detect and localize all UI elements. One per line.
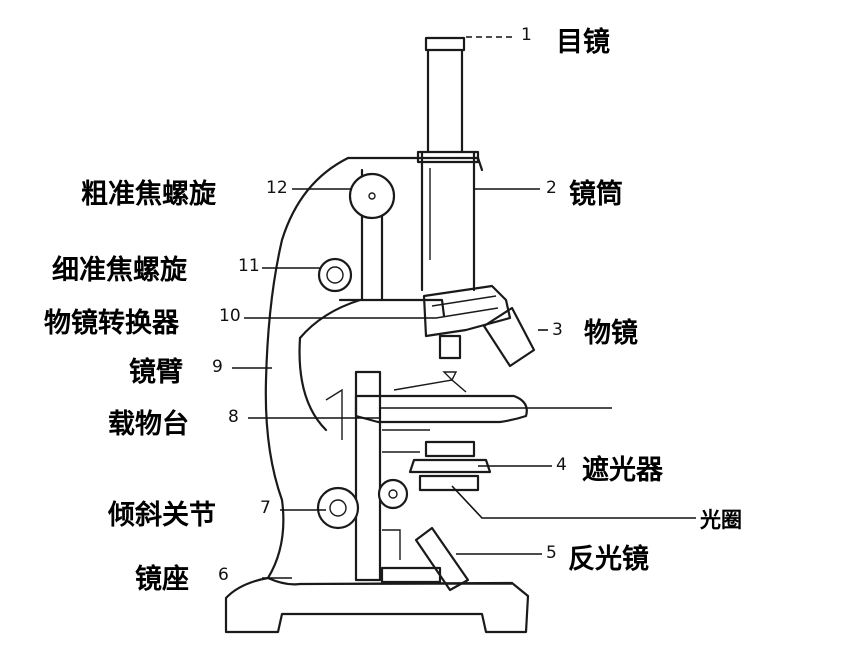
label-fine-focus: 细准焦螺旋 <box>52 255 187 286</box>
part-number-9: 9 <box>212 357 223 377</box>
label-tilt-joint: 倾斜关节 <box>108 500 216 531</box>
label-body-tube: 镜筒 <box>569 179 623 210</box>
microscope-base <box>224 576 530 634</box>
microscope-arm <box>264 156 350 580</box>
label-aperture: 光圈 <box>700 508 742 532</box>
part-number-6: 6 <box>218 565 229 585</box>
nosepiece <box>422 284 512 338</box>
label-nosepiece: 物镜转换器 <box>44 308 179 339</box>
part-number-10: 10 <box>219 306 241 326</box>
label-stage: 载物台 <box>108 409 189 440</box>
label-arm: 镜臂 <box>129 357 183 388</box>
part-number-12: 12 <box>266 178 288 198</box>
label-mirror: 反光镜 <box>568 544 649 575</box>
fine-focus-knob <box>317 257 353 293</box>
stage-platform <box>354 394 528 424</box>
coarse-focus-knob <box>348 172 396 220</box>
part-number-5: 5 <box>546 543 557 563</box>
part-number-8: 8 <box>228 407 239 427</box>
eyepiece <box>424 36 466 154</box>
body-tube <box>420 150 476 292</box>
part-number-4: 4 <box>556 455 567 475</box>
label-eyepiece: 目镜 <box>556 27 610 58</box>
label-diaphragm-holder: 遮光器 <box>582 455 663 486</box>
part-number-1: 1 <box>521 25 532 45</box>
objective-lens <box>482 306 536 368</box>
diaphragm <box>424 440 476 458</box>
part-number-7: 7 <box>260 498 271 518</box>
part-number-11: 11 <box>238 256 260 276</box>
part-number-3: 3 <box>552 320 563 340</box>
label-base: 镜座 <box>135 564 189 595</box>
part-number-2: 2 <box>546 178 557 198</box>
mirror <box>414 526 470 592</box>
label-objective: 物镜 <box>584 318 638 349</box>
label-coarse-focus: 粗准焦螺旋 <box>81 179 216 210</box>
tilt-joint <box>316 486 360 530</box>
